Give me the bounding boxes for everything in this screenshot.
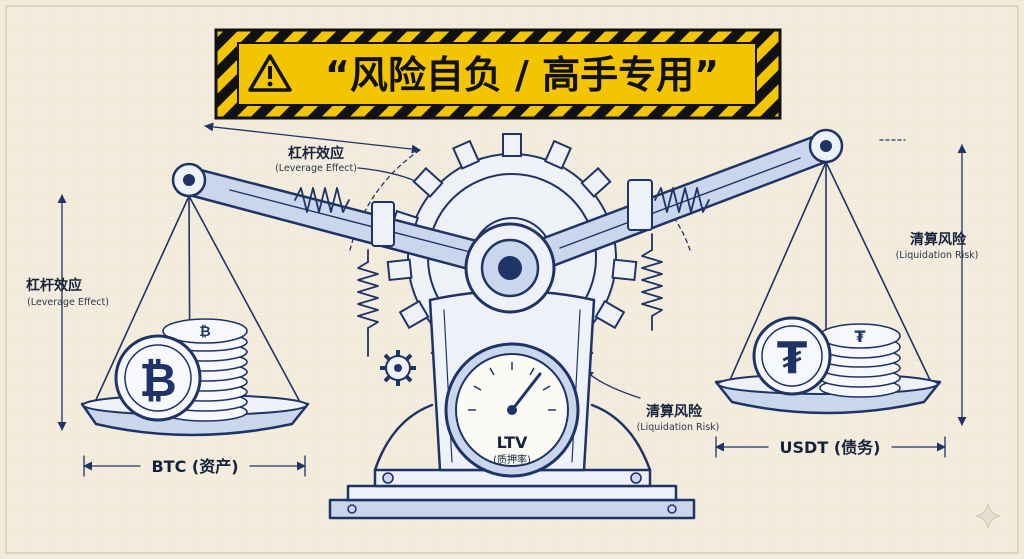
paper-border — [5, 5, 1019, 554]
banner-title: “风险自负 / 高手专用” — [325, 53, 719, 97]
usdt-coin-stack: ₮ — [819, 323, 901, 398]
tether-coin-icon: ₮ — [752, 316, 832, 396]
usdt-pan-label: USDT (债务) — [780, 438, 881, 457]
warning-banner: “风险自负 / 高手专用” — [214, 28, 782, 120]
left-pan: ₿ ₿ — [80, 195, 310, 437]
svg-text:₮: ₮ — [777, 333, 808, 384]
left-leverage-label: 杠杆效应 — [26, 277, 82, 294]
mid-liquidation-sublabel: (Liquidation Risk) — [637, 422, 720, 433]
center-hub — [464, 222, 556, 314]
right-liquidation-sublabel: (Liquidation Risk) — [896, 250, 979, 261]
svg-text:₿: ₿ — [199, 324, 210, 340]
top-leverage-sublabel: (Leverage Effect) — [275, 163, 357, 174]
suspension-springs — [357, 233, 663, 357]
btc-pan-label: BTC (资产) — [151, 457, 238, 476]
banner-panel — [237, 42, 757, 106]
gauge-label: LTV — [497, 433, 528, 452]
gauge-needle — [510, 372, 542, 412]
warning-icon — [248, 54, 292, 92]
spring-icon — [294, 187, 350, 213]
sparkle-icon — [975, 503, 1001, 529]
bitcoin-coin-icon: ₿ — [114, 334, 202, 422]
small-gear-icon — [380, 350, 416, 386]
top-span-line — [204, 122, 421, 154]
svg-text:₮: ₮ — [854, 327, 865, 346]
left-leverage-sublabel: (Leverage Effect) — [27, 297, 109, 308]
ltv-gauge: LTV (质押率) — [444, 342, 580, 478]
top-leverage-label: 杠杆效应 — [288, 145, 344, 162]
right-pan: ₮ ₮ — [714, 161, 942, 415]
mid-liquidation-label: 清算风险 — [646, 403, 703, 420]
right-liquidation-label: 清算风险 — [910, 231, 967, 248]
svg-text:₿: ₿ — [139, 353, 177, 407]
left-arm — [171, 162, 514, 282]
gauge-sub-label: (质押率) — [493, 453, 531, 466]
